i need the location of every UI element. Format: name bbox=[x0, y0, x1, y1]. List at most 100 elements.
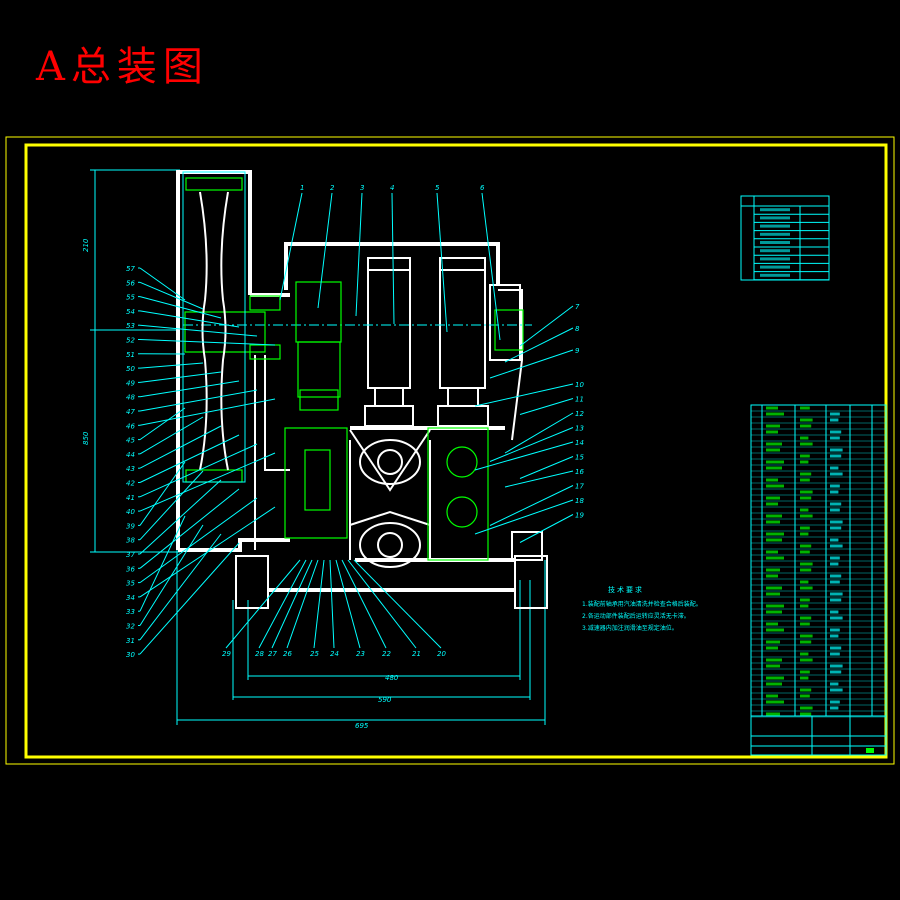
callout-bottom-23: 23 bbox=[356, 650, 365, 658]
leader-left-40-ray bbox=[139, 452, 276, 512]
parts-cell bbox=[800, 676, 809, 680]
leader-left-55-ray bbox=[139, 296, 222, 319]
parts-cell bbox=[830, 616, 843, 620]
leader-bottom-22 bbox=[341, 559, 387, 649]
param-cell bbox=[760, 249, 790, 253]
leader-left-52-ray bbox=[139, 339, 276, 346]
dimension-lines bbox=[90, 169, 546, 725]
parts-cell bbox=[800, 616, 812, 620]
leader-left-45-ray bbox=[139, 407, 186, 441]
callout-left-41: 41 bbox=[126, 494, 135, 502]
dim-height-left: 850 bbox=[82, 431, 90, 445]
leader-left-49-ray bbox=[139, 371, 222, 383]
parts-cell bbox=[830, 652, 840, 656]
callout-right-17: 17 bbox=[575, 483, 584, 491]
machine-body bbox=[176, 170, 548, 609]
param-cell bbox=[760, 273, 790, 277]
callout-top-6: 6 bbox=[480, 184, 485, 192]
parts-cell bbox=[766, 514, 782, 518]
leader-left-53-ray bbox=[139, 324, 258, 337]
notes-title: 技术要求 bbox=[608, 585, 644, 594]
parts-cell bbox=[766, 658, 782, 662]
leader-left-47-ray bbox=[139, 389, 258, 412]
callout-right-14: 14 bbox=[575, 439, 584, 447]
parts-cell bbox=[766, 538, 782, 542]
leader-top-3 bbox=[355, 192, 363, 317]
leader-left-35-ray bbox=[139, 497, 258, 584]
callout-top-2: 2 bbox=[330, 184, 335, 192]
dim-inner-width: 480 bbox=[385, 674, 399, 682]
leader-right-7 bbox=[519, 305, 574, 347]
leader-left-31-ray bbox=[139, 533, 222, 641]
leader-right-14 bbox=[474, 441, 574, 471]
parts-cell bbox=[766, 640, 780, 644]
parts-cell bbox=[766, 592, 780, 596]
parts-cell bbox=[766, 574, 778, 578]
note-3: 3.减速器内加注润滑油至规定油位。 bbox=[582, 624, 678, 632]
parts-cell bbox=[830, 502, 842, 506]
parts-cell bbox=[830, 490, 839, 494]
leader-left-48-ray bbox=[139, 380, 240, 398]
leader-left-46-ray bbox=[139, 398, 276, 426]
parts-cell bbox=[800, 514, 813, 518]
leader-top-1 bbox=[279, 192, 303, 301]
callout-top-3: 3 bbox=[360, 184, 364, 192]
parts-cell bbox=[766, 430, 778, 434]
section-hatching bbox=[182, 171, 524, 561]
parts-cell bbox=[800, 568, 812, 572]
callout-labels: 5756555453525150494847464544434241403938… bbox=[126, 184, 584, 659]
parts-cell bbox=[830, 634, 839, 638]
leader-left-39-ray bbox=[139, 461, 186, 526]
callout-left-37: 37 bbox=[126, 551, 135, 559]
callout-bottom-20: 20 bbox=[437, 650, 446, 658]
leader-lines bbox=[138, 192, 574, 655]
parts-cell bbox=[800, 550, 810, 554]
parts-cell bbox=[800, 418, 813, 422]
leader-left-42-ray bbox=[139, 434, 240, 483]
leader-left-37-ray bbox=[139, 479, 222, 555]
callout-bottom-27: 27 bbox=[268, 650, 277, 658]
callout-left-50: 50 bbox=[126, 365, 135, 373]
parts-cell bbox=[800, 652, 809, 656]
parts-cell bbox=[800, 598, 810, 602]
leader-right-18 bbox=[474, 499, 574, 535]
parts-cell bbox=[766, 712, 780, 716]
leader-left-43-ray bbox=[139, 425, 222, 469]
parts-cell bbox=[800, 424, 812, 428]
parts-cell bbox=[766, 604, 784, 608]
parts-cell bbox=[800, 706, 813, 710]
callout-left-38: 38 bbox=[126, 537, 135, 545]
callout-left-31: 31 bbox=[126, 637, 135, 645]
parts-cell bbox=[766, 496, 780, 500]
parts-cell bbox=[766, 628, 784, 632]
parts-cell bbox=[800, 580, 809, 584]
callout-left-44: 44 bbox=[126, 451, 135, 459]
callout-bottom-22: 22 bbox=[382, 650, 391, 658]
parts-cell bbox=[800, 496, 812, 500]
parts-cell bbox=[830, 610, 839, 614]
parts-cell bbox=[766, 610, 782, 614]
leader-bottom-26 bbox=[286, 559, 319, 649]
parts-cell bbox=[830, 430, 842, 434]
parts-list bbox=[750, 404, 887, 756]
parts-cell bbox=[766, 550, 778, 554]
parts-cell bbox=[766, 568, 780, 572]
leader-bottom-29 bbox=[225, 559, 301, 649]
parts-cell bbox=[766, 478, 778, 482]
outer-frame bbox=[5, 136, 895, 765]
parts-cell bbox=[830, 544, 843, 548]
callout-right-16: 16 bbox=[575, 468, 584, 476]
leader-right-19 bbox=[519, 514, 574, 543]
parts-cell bbox=[766, 694, 778, 698]
leader-left-32-ray bbox=[139, 524, 204, 626]
param-cell bbox=[760, 208, 790, 212]
callout-left-51: 51 bbox=[126, 351, 135, 359]
callout-left-53: 53 bbox=[126, 322, 135, 330]
callout-right-18: 18 bbox=[575, 497, 584, 505]
callout-left-35: 35 bbox=[126, 580, 135, 588]
parts-cell bbox=[800, 712, 812, 716]
leader-bottom-25 bbox=[313, 559, 325, 649]
parts-cell bbox=[830, 520, 843, 524]
callout-bottom-29: 29 bbox=[222, 650, 231, 658]
